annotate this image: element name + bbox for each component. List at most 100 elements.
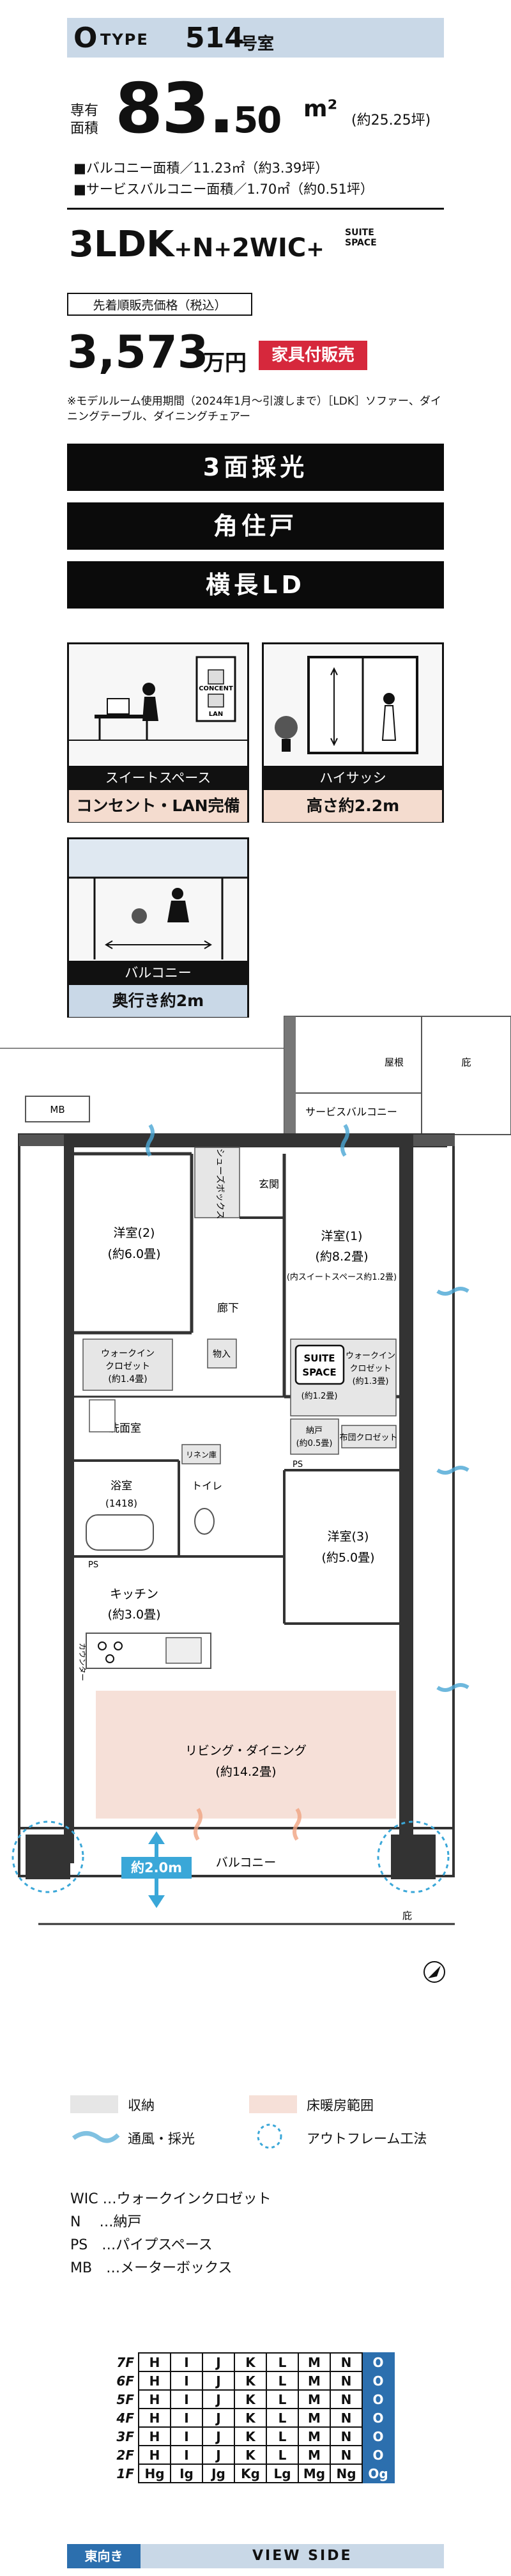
floor-label: 7F [116, 2354, 134, 2370]
layout-suite: SUITE SPACE [345, 228, 377, 248]
unit-cell: I [170, 2352, 203, 2372]
spec-service-balcony: ■サービスバルコニー面積／1.70㎡（約0.51坪） [73, 182, 374, 197]
wic1-size: (約1.4畳) [108, 1374, 147, 1385]
unit-cell: O [362, 2426, 395, 2446]
balcony-illustration [69, 839, 247, 959]
unit-cell: Ig [170, 2463, 203, 2483]
layout-wic: 2WIC [232, 233, 307, 263]
kitchen-size: (約3.0畳) [107, 1608, 160, 1622]
unit-cell: I [170, 2371, 203, 2391]
price-unit: 万円 [203, 350, 247, 376]
legend-floorheat: 床暖房範囲 [307, 2098, 374, 2113]
unit-cell: K [234, 2371, 267, 2391]
area-tsubo: (約25.25坪) [351, 113, 431, 128]
living-size: (約14.2畳) [215, 1765, 276, 1779]
unit-cell: L [266, 2389, 299, 2409]
layout-n: N [192, 233, 214, 263]
hisashi2-label: 庇 [402, 1910, 412, 1921]
type-label: TYPE [100, 31, 149, 49]
spec-balcony: ■バルコニー面積／11.23㎡（約3.39坪） [73, 160, 329, 176]
unit-cell: H [138, 2426, 171, 2446]
unit-cell: M [298, 2389, 331, 2409]
price-note: ※モデルルーム使用期間（2024年1月〜引渡しまで）［LDK］ソファー、ダイニン… [67, 395, 441, 423]
card-balcony: バルコニー 奥行き約2m [67, 837, 249, 1018]
nando-label: 納戸 [306, 1426, 323, 1436]
room1-size: (約8.2畳) [315, 1250, 368, 1264]
unit-cell: M [298, 2426, 331, 2446]
card-tag: バルコニー [69, 961, 247, 985]
west-room-label: 洋室(2) [114, 1226, 155, 1240]
counter-label: カウンター [78, 1643, 87, 1681]
layout-main: 3LDK [69, 224, 174, 265]
balcony-depth: 約2.0m [131, 1860, 182, 1875]
bath-size: (1418) [105, 1498, 137, 1509]
room-number: 514 [185, 22, 244, 54]
floor-label: 5F [116, 2391, 134, 2407]
unit-cell: H [138, 2389, 171, 2409]
entrance-label: 玄関 [259, 1178, 279, 1190]
unit-cell: L [266, 2426, 299, 2446]
unit-cell: K [234, 2389, 267, 2409]
unit-cell: L [266, 2445, 299, 2465]
lan-label: LAN [209, 711, 223, 718]
abbr-mb: MB …メーターボックス [70, 2260, 233, 2276]
area-int: 83. [115, 69, 234, 149]
unit-cell: L [266, 2371, 299, 2391]
card-sub: コンセント・LAN完備 [69, 790, 247, 822]
window-illustration [264, 644, 442, 764]
wind-arrows [146, 1124, 469, 1841]
unit-cell: Mg [298, 2463, 331, 2483]
unit-cell: J [202, 2352, 235, 2372]
unit-cell: N [330, 2408, 363, 2428]
wic2-label: ウォークイン [346, 1351, 395, 1361]
unit-cell: M [298, 2408, 331, 2428]
wic2-label-b: クロゼット [349, 1364, 391, 1374]
unit-cell: Jg [202, 2463, 235, 2483]
unit-cell: K [234, 2352, 267, 2372]
wash-label: 洗面室 [109, 1422, 141, 1435]
unit-cell: O [362, 2408, 395, 2428]
unit-cell: Kg [234, 2463, 267, 2483]
card-suite-space: CONCENT LAN スイートスペース コンセント・LAN完備 [67, 642, 249, 823]
outframe-icon [257, 2123, 282, 2149]
unit-cell: N [330, 2445, 363, 2465]
shoes-box-label: シューズボックス [215, 1149, 225, 1220]
toilet-label: トイレ [192, 1480, 222, 1492]
living-label: リビング・ダイニング [185, 1744, 307, 1758]
feature-three-side-light: 3面採光 [67, 444, 444, 491]
unit-cell: N [330, 2352, 363, 2372]
unit-cell: J [202, 2371, 235, 2391]
roof-label: 屋根 [385, 1057, 404, 1068]
abbr-ps: PS …パイプスペース [70, 2237, 213, 2253]
wic2-size: (約1.3畳) [353, 1377, 389, 1386]
legend-outframe: アウトフレーム工法 [307, 2131, 427, 2146]
feature-wide-ld: 横長LD [67, 561, 444, 609]
abbr-n: N …納戸 [70, 2214, 142, 2230]
layout-type: 3LDK+N+2WIC+ [69, 224, 324, 265]
suite-label-1: SUITE [303, 1353, 335, 1364]
unit-cell: N [330, 2426, 363, 2446]
unit-cell: H [138, 2371, 171, 2391]
unit-cell: Hg [138, 2463, 171, 2483]
unit-cell: Og [362, 2463, 395, 2483]
type-letter: O [73, 22, 98, 54]
type-banner: O TYPE 514 号室 [67, 18, 444, 58]
storage-label: 物入 [213, 1349, 231, 1360]
card-high-sash: ハイサッシ 高さ約2.2m [262, 642, 444, 823]
unit-cell: H [138, 2352, 171, 2372]
unit-cell: O [362, 2371, 395, 2391]
concent-label: CONCENT [199, 685, 233, 692]
unit-cell: L [266, 2352, 299, 2372]
card-tag: スイートスペース [69, 766, 247, 790]
unit-cell: I [170, 2389, 203, 2409]
room1-label: 洋室(1) [321, 1229, 363, 1243]
unit-cell: O [362, 2389, 395, 2409]
floor-label: 3F [116, 2428, 134, 2444]
desk-illustration: CONCENT LAN [69, 644, 247, 764]
layout-plus: + [213, 237, 233, 262]
bath-label: 浴室 [111, 1480, 132, 1493]
card-tag: ハイサッシ [264, 766, 442, 790]
